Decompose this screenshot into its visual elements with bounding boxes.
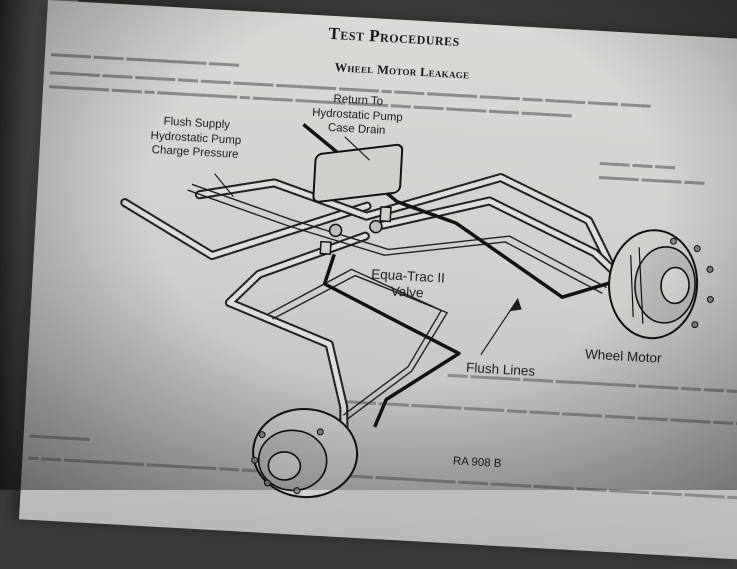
braided-hose-set: [120, 173, 626, 442]
hydraulic-diagram: [120, 123, 714, 499]
manual-page: Test Procedures Wheel Motor Leakage ▬▬▬▬…: [18, 0, 737, 560]
leader-lines: [214, 136, 522, 356]
equa-trac-valve-body: [312, 143, 404, 255]
label-flush-supply: Flush Supply Hydrostatic Pump Charge Pre…: [149, 114, 242, 162]
wheel-motor-right: [608, 229, 714, 340]
wheel-motor-left: [251, 408, 359, 499]
label-equa-trac-valve: Equa-Trac II Valve: [370, 266, 446, 302]
case-drain-line-lower: [322, 253, 461, 428]
label-return-to-case-drain: Return To Hydrostatic Pump Case Drain: [311, 91, 404, 139]
